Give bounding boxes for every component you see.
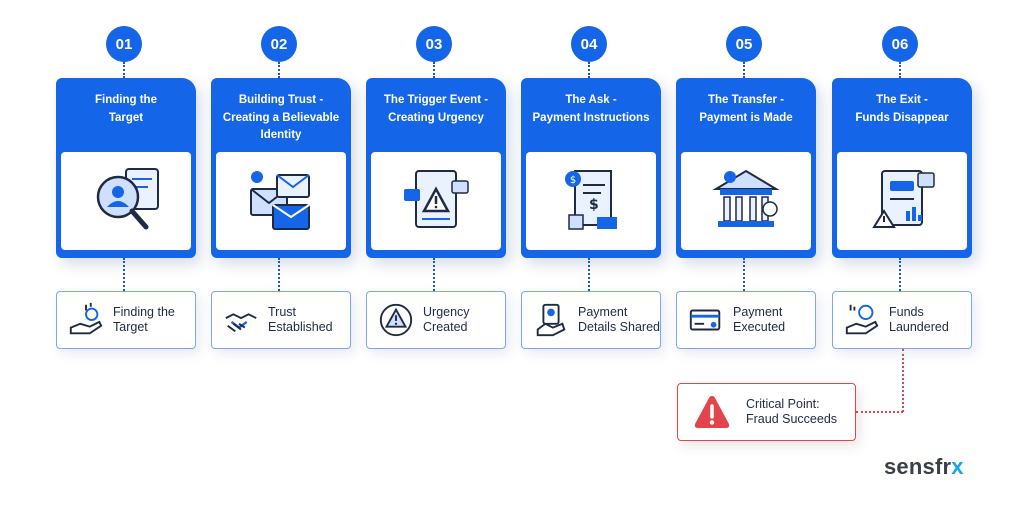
- step-card: The Ask - Payment Instructions $ $: [521, 78, 661, 258]
- connector-line: [588, 258, 590, 291]
- result-label: Payment Details Shared: [578, 305, 660, 334]
- handshake-icon: [225, 313, 257, 333]
- step-column-01: 01 Finding the Target Finding the Target: [56, 0, 196, 360]
- step-column-02: 02 Building Trust - Creating a Believabl…: [211, 0, 351, 360]
- step-illustration: [216, 152, 346, 250]
- svg-text:$: $: [589, 197, 599, 213]
- payment-hand-icon: [536, 303, 566, 337]
- step-card: The Exit - Funds Disappear: [832, 78, 972, 258]
- bank-icon: [712, 169, 780, 227]
- step-title: Finding the Target: [95, 94, 157, 124]
- step-number-badge: 05: [726, 26, 762, 62]
- step-number-badge: 04: [571, 26, 607, 62]
- critical-connector-line: [902, 349, 904, 412]
- step-column-05: 05 The Transfer - Payment is Made: [676, 0, 816, 360]
- step-illustration: [371, 152, 501, 250]
- step-illustration: [681, 152, 811, 250]
- step-result: Urgency Created: [366, 291, 506, 349]
- brand-logo: sensfrx: [884, 454, 964, 480]
- connector-line: [588, 62, 590, 78]
- step-result: Payment Details Shared: [521, 291, 661, 349]
- brand-main: sensfr: [884, 454, 952, 479]
- envelopes-icon: [250, 171, 310, 230]
- step-number-badge: 02: [261, 26, 297, 62]
- warning-document-icon: [404, 170, 469, 228]
- alert-icon: [694, 396, 730, 428]
- critical-label: Critical Point: Fraud Succeeds: [746, 397, 838, 426]
- step-result: Trust Established: [211, 291, 351, 349]
- connector-line: [433, 62, 435, 78]
- result-label: Payment Executed: [733, 305, 786, 334]
- step-card: Building Trust - Creating a Believable I…: [211, 78, 351, 258]
- step-number-badge: 06: [882, 26, 918, 62]
- step-result: Funds Laundered: [832, 291, 972, 349]
- connector-line: [123, 62, 125, 78]
- step-column-04: 04 The Ask - Payment Instructions $ $ Pa…: [521, 0, 661, 360]
- result-label: Urgency Created: [423, 305, 470, 334]
- brand-accent: x: [951, 454, 964, 479]
- result-label: Finding the Target: [113, 305, 175, 334]
- coins-hand-icon: [69, 302, 103, 335]
- step-card: The Trigger Event - Creating Urgency: [366, 78, 506, 258]
- connector-line: [433, 258, 435, 291]
- step-illustration: $ $: [526, 152, 656, 250]
- funds-hand-icon: [845, 304, 879, 335]
- step-card: Finding the Target: [56, 78, 196, 258]
- step-illustration: [837, 152, 967, 250]
- invoice-icon: $ $: [565, 170, 617, 230]
- result-label: Trust Established: [268, 305, 333, 334]
- svg-text:$: $: [570, 175, 576, 186]
- connector-line: [743, 258, 745, 291]
- connector-line: [278, 258, 280, 291]
- connector-line: [899, 258, 901, 291]
- step-title: The Transfer - Payment is Made: [699, 94, 793, 124]
- step-title: The Trigger Event - Creating Urgency: [383, 94, 489, 124]
- step-title: The Exit - Funds Disappear: [855, 94, 949, 124]
- critical-point-box: Critical Point: Fraud Succeeds: [677, 383, 856, 441]
- warning-triangle-icon: [379, 303, 413, 337]
- credit-card-icon: [689, 309, 721, 331]
- connector-line: [123, 258, 125, 291]
- step-result: Payment Executed: [676, 291, 816, 349]
- result-label: Funds Laundered: [889, 305, 949, 334]
- connector-line: [899, 62, 901, 78]
- fraud-document-icon: [872, 170, 935, 228]
- step-number-badge: 03: [416, 26, 452, 62]
- step-number-badge: 01: [106, 26, 142, 62]
- connector-line: [743, 62, 745, 78]
- step-result: Finding the Target: [56, 291, 196, 349]
- step-title: Building Trust - Creating a Believable I…: [222, 94, 340, 141]
- search-person-icon: [96, 168, 159, 230]
- critical-connector-line: [856, 411, 903, 413]
- step-column-03: 03 The Trigger Event - Creating Urgency …: [366, 0, 506, 360]
- step-illustration: [61, 152, 191, 250]
- connector-line: [278, 62, 280, 78]
- step-column-06: 06 The Exit - Funds Disappear Fund: [832, 0, 972, 360]
- step-title: The Ask - Payment Instructions: [532, 94, 650, 124]
- step-card: The Transfer - Payment is Made: [676, 78, 816, 258]
